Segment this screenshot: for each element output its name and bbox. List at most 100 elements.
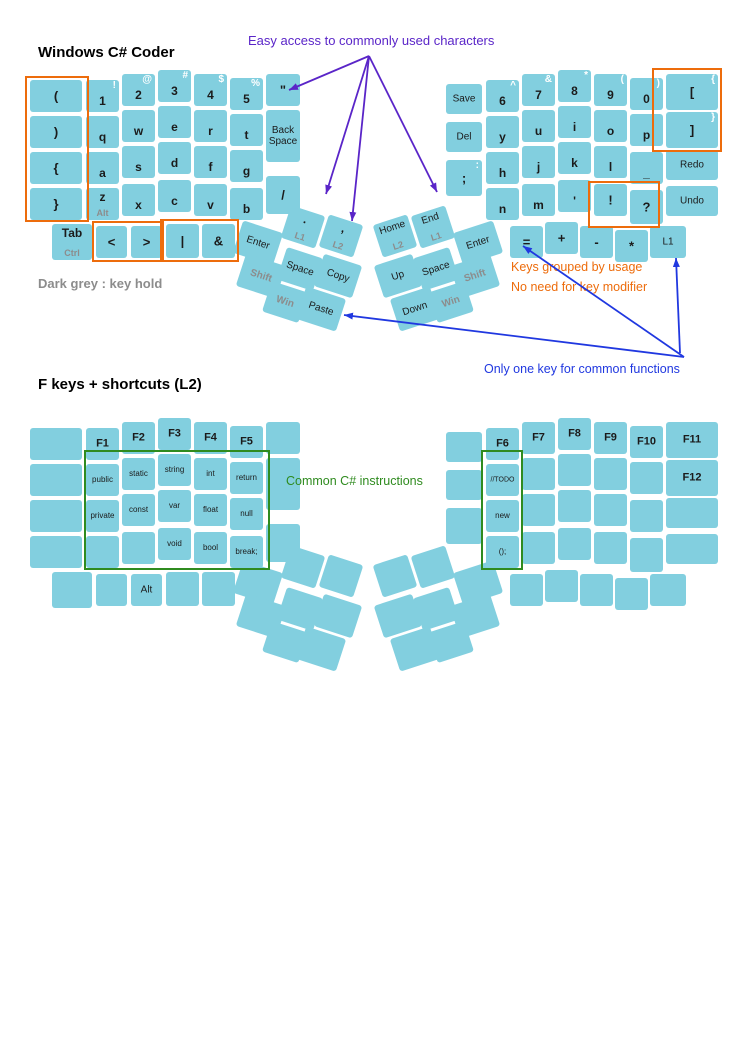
key-blank [558,454,591,486]
key-r: r [194,110,227,142]
key-back-space: Back Space [266,110,300,162]
key-blank [522,494,555,526]
key-i: i [558,106,591,138]
key-blank [594,532,627,564]
key-a: a [86,152,119,184]
key-greater-than: > [131,226,162,258]
key-question: ? [630,190,663,224]
key-x: x [122,184,155,216]
key-5: 5% [230,78,263,110]
key-blank [446,508,482,544]
key-blank [96,574,127,606]
key-blank [522,458,555,490]
key-f: f [194,146,227,178]
key-int: int [194,458,227,490]
key-blank [30,464,82,496]
key-k: k [558,142,591,174]
key-u: u [522,110,555,142]
key-pipe: | [166,224,199,258]
key-open-paren: ( [30,80,82,112]
key-blank [122,532,155,564]
key-f4: F4 [194,422,227,454]
key-d: d [158,142,191,174]
no-modifier-note: No need for key modifier [511,280,648,294]
key-blank [266,422,300,454]
key-w: w [122,110,155,142]
key-h: h [486,152,519,184]
page-title: Windows C# Coder [38,44,175,61]
key-return: return [230,462,263,494]
key-void: void [158,528,191,560]
key-exclamation: ! [594,184,627,216]
key-blank [580,574,613,606]
key-blank [558,528,591,560]
key-f12: F12 [666,460,718,496]
key-save: Save [446,84,482,114]
key-f6: F6 [486,428,519,460]
key-hold-legend: Dark grey : key hold [38,276,163,291]
key-blank [372,554,418,598]
key-close-brace: } [30,188,82,220]
key-private: private [86,500,119,532]
key-redo: Redo [666,150,718,180]
key-q: q [86,116,119,148]
key-blank [666,498,718,528]
key-blank [594,458,627,490]
key-9: 9( [594,74,627,106]
key-const: const [122,494,155,526]
key-0: 0) [630,78,663,110]
key-blank [522,532,555,564]
key-blank [410,545,456,589]
key-close-bracket: ]} [666,112,718,148]
grouped-by-usage-note: Keys grouped by usage [511,260,643,274]
key-blank [86,536,119,568]
key-blank [545,570,578,602]
key-f5: F5 [230,426,263,458]
key-equals: = [510,226,543,258]
key-f8: F8 [558,418,591,450]
key-b: b [230,188,263,220]
key-6: 6^ [486,80,519,112]
key-j: j [522,146,555,178]
key-plus: + [545,222,578,254]
key-semicolon: ;: [446,160,482,196]
key-blank [594,494,627,526]
key-y: y [486,116,519,148]
key-7: 7& [522,74,555,106]
key-c: c [158,180,191,212]
key-underscore: _ [630,152,663,184]
key-alt: Alt [131,574,162,606]
key-8: 8* [558,70,591,102]
key-3: 3# [158,70,191,102]
key-open-bracket: [{ [666,74,718,110]
key-blank [30,536,82,568]
easy-access-note: Easy access to commonly used characters [248,33,495,48]
csharp-instructions-note: Common C# instructions [286,474,423,488]
key-f2: F2 [122,422,155,454]
key-null: null [230,498,263,530]
key-blank [615,578,648,610]
key-asterisk: * [615,230,648,262]
key-f11: F11 [666,422,718,458]
key-blank [666,534,718,564]
section-title-f-keys: F keys + shortcuts (L2) [38,376,202,393]
key-undo: Undo [666,186,718,216]
one-key-note: Only one key for common functions [484,362,680,376]
key-f7: F7 [522,422,555,454]
key-close-paren: ) [30,116,82,148]
key-apostrophe: ' [558,180,591,212]
key-todo-comment: //TODO [486,464,519,496]
key-string: string [158,454,191,486]
key-v: v [194,184,227,216]
key-m: m [522,184,555,216]
key-slash: / [266,176,300,214]
key-public: public [86,464,119,496]
key-g: g [230,150,263,182]
key-p: p [630,114,663,146]
key-l1: L1 [650,226,686,258]
key-blank [510,574,543,606]
